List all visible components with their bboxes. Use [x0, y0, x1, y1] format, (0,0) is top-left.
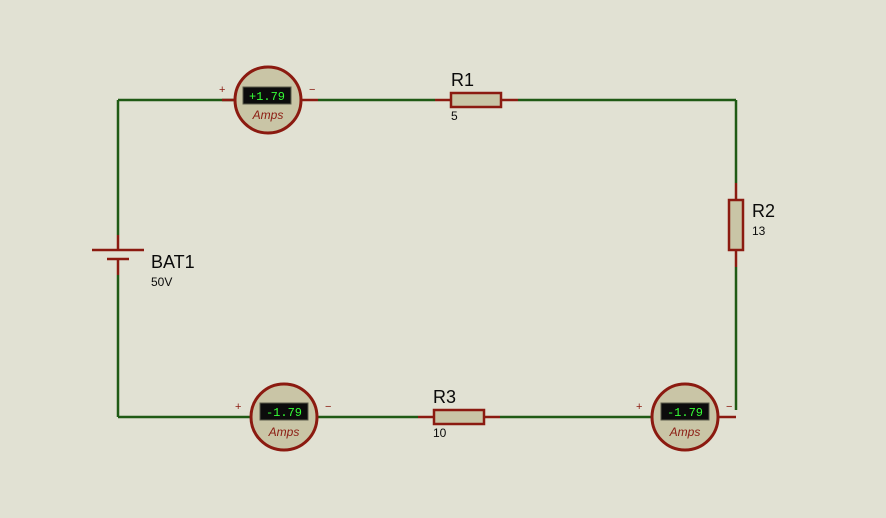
bat1-ref-label: BAT1 [151, 252, 195, 272]
r2-body [727, 198, 745, 252]
ammeter-bottom-left-display [259, 402, 309, 421]
r3-ref-label: R3 [433, 387, 456, 407]
bat1-value-label: 50V [151, 275, 172, 289]
r2-ref-label: R2 [752, 201, 775, 221]
r1-ref-label: R1 [451, 70, 474, 90]
ammeter-top-display [242, 86, 292, 105]
ammeter-top-plus: + [219, 84, 225, 96]
ammeter-top-reading: +1.79 [249, 90, 285, 104]
resistor-r1[interactable]: R1 5 [435, 70, 518, 123]
ammeter-bottom-left-minus: − [325, 401, 331, 413]
ammeter-bottom-right-plus: + [636, 401, 642, 413]
r1-body [449, 91, 503, 109]
resistor-r2[interactable]: R2 13 [727, 183, 775, 267]
ammeter-bottom-right[interactable]: -1.79 Amps + − [636, 382, 736, 452]
ammeter-bottom-right-minus: − [726, 401, 732, 413]
battery-bat1[interactable]: BAT1 50V [92, 235, 195, 289]
resistor-r3[interactable]: R3 10 [418, 387, 500, 440]
ammeter-top-minus: − [309, 84, 315, 96]
ammeter-top-unit: Amps [252, 108, 284, 122]
r2-value-label: 13 [752, 224, 766, 238]
ammeter-bottom-left-reading: -1.79 [266, 406, 302, 420]
r3-value-label: 10 [433, 426, 447, 440]
wires [116, 98, 738, 419]
ammeter-bottom-right-unit: Amps [669, 425, 701, 439]
r3-body [432, 408, 486, 426]
ammeter-bottom-left-plus: + [235, 401, 241, 413]
ammeter-bottom-right-display [660, 402, 710, 421]
ammeter-bottom-left[interactable]: -1.79 Amps + − [235, 382, 331, 452]
ammeter-bottom-right-reading: -1.79 [667, 406, 703, 420]
ammeter-bottom-left-unit: Amps [268, 425, 300, 439]
ammeter-top[interactable]: +1.79 Amps + − [219, 65, 318, 135]
r1-value-label: 5 [451, 109, 458, 123]
